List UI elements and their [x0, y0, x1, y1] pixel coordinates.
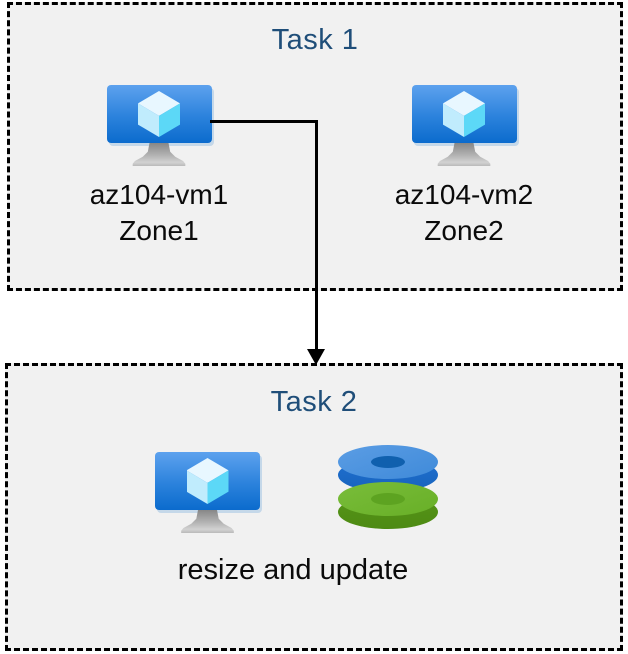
- connector-line-horizontal: [210, 120, 318, 123]
- task2-box: Task 2: [5, 363, 623, 651]
- vm-monitor-stand: [132, 143, 186, 166]
- vm1-zone: Zone1: [119, 215, 199, 246]
- vm1-group: az104-vm1 Zone1: [79, 85, 239, 249]
- azure-vm-icon: [411, 85, 517, 167]
- cube-icon: [138, 91, 180, 137]
- azure-disks-icon: [338, 445, 438, 529]
- cube-icon: [443, 91, 485, 137]
- task2-vm: [155, 452, 260, 534]
- vm-monitor-stand: [437, 143, 491, 166]
- cube-icon: [186, 458, 229, 504]
- vm2-group: az104-vm2 Zone2: [384, 85, 544, 249]
- vm-monitor-screen: [106, 85, 212, 143]
- vm-monitor-screen: [411, 85, 517, 143]
- task2-caption: resize and update: [177, 554, 409, 586]
- vm2-zone: Zone2: [424, 215, 504, 246]
- vm1-labels: az104-vm1 Zone1: [79, 177, 239, 249]
- disk-green: [338, 482, 438, 530]
- disk-blue-hole: [371, 456, 405, 468]
- azure-vm-icon: [106, 85, 212, 167]
- vm1-name: az104-vm1: [89, 179, 229, 210]
- vm-monitor-stand: [181, 510, 234, 533]
- task2-title: Task 2: [270, 386, 358, 418]
- vm2-labels: az104-vm2 Zone2: [384, 177, 544, 249]
- vm2-name: az104-vm2: [394, 179, 534, 210]
- connector-line-vertical: [315, 120, 318, 350]
- task1-title: Task 1: [271, 24, 359, 56]
- azure-vm-icon: [155, 452, 260, 534]
- vm-monitor-screen: [155, 452, 260, 510]
- arrow-down-icon: [307, 349, 325, 365]
- disk-green-hole: [371, 493, 405, 505]
